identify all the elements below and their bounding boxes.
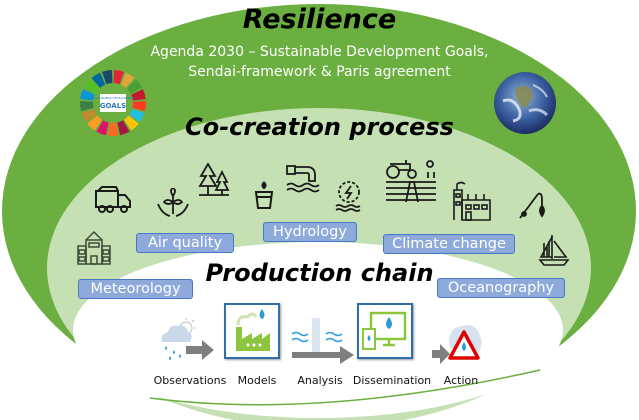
tractor-farm-icon [386, 160, 436, 203]
step-dissemination-label: Dissemination [352, 374, 432, 387]
sdg-logo-text: GOALS [100, 102, 126, 110]
dissemination-frame [357, 303, 413, 359]
cocreation-title: Co-creation process [185, 113, 454, 141]
sdg-segment [107, 122, 119, 136]
sdg-segment [117, 120, 130, 136]
factory-icon [453, 181, 491, 221]
factory-water-drop-icon [236, 309, 270, 351]
tag-oceanography: Oceanography [437, 278, 565, 298]
hydropower-gear-icon [335, 181, 361, 212]
sdg-segment [96, 120, 109, 136]
outflow-pipe-icon [286, 165, 320, 193]
sdg-segment [91, 72, 106, 88]
sailboat-icon [538, 235, 570, 266]
sdg-segment [126, 79, 143, 94]
monitor-phone-drop-icon [362, 311, 407, 350]
sdg-segment [83, 79, 100, 94]
sdg-segment [102, 70, 113, 85]
tag-meteorology: Meteorology [78, 279, 193, 299]
earth-globe-icon [494, 72, 556, 134]
sdg-segment [80, 89, 95, 101]
resilience-subtitle-line2: Sendai-framework & Paris agreement [188, 64, 451, 80]
delivery-truck-icon [95, 186, 131, 213]
sdg-wheel-icon: SUSTAINABLE DEVELOPMENT GOALS [80, 70, 146, 136]
step-analysis-label: Analysis [297, 374, 343, 387]
sdg-segment [80, 100, 94, 112]
production-title: Production chain [205, 259, 434, 287]
sdg-segment [124, 115, 139, 131]
tag-air-quality: Air quality [136, 233, 234, 253]
sdg-segment [131, 89, 146, 101]
sdg-segment [129, 109, 145, 123]
tag-climate-change: Climate change [383, 234, 515, 254]
sdg-segment [81, 109, 97, 123]
sdg-segment [87, 115, 102, 131]
step-models-label: Models [237, 374, 277, 387]
rain-cloud-sun-icon [161, 318, 214, 360]
sdg-logo-small: SUSTAINABLE DEVELOPMENT [91, 96, 135, 100]
bottom-green-stroke [149, 369, 541, 406]
resilience-subtitle-line1: Agenda 2030 – Sustainable Development Go… [150, 44, 489, 60]
resilience-title: Resilience [242, 4, 397, 35]
step-action-label: Action [443, 374, 479, 387]
fishing-rod-icon [519, 192, 545, 219]
pine-trees-icon [198, 162, 230, 196]
sdg-segment [113, 70, 124, 85]
sdg-segment [120, 72, 135, 88]
tag-hydrology: Hydrology [263, 222, 357, 242]
sdg-segment [132, 100, 146, 112]
water-level-gauge-icon [291, 318, 354, 364]
plant-in-hands-icon [157, 188, 189, 217]
step-observations-label: Observations [153, 374, 227, 387]
models-frame [224, 303, 280, 359]
warning-triangle-drop-icon [432, 325, 482, 364]
water-glass-icon [254, 181, 274, 209]
building-icon [77, 230, 111, 265]
